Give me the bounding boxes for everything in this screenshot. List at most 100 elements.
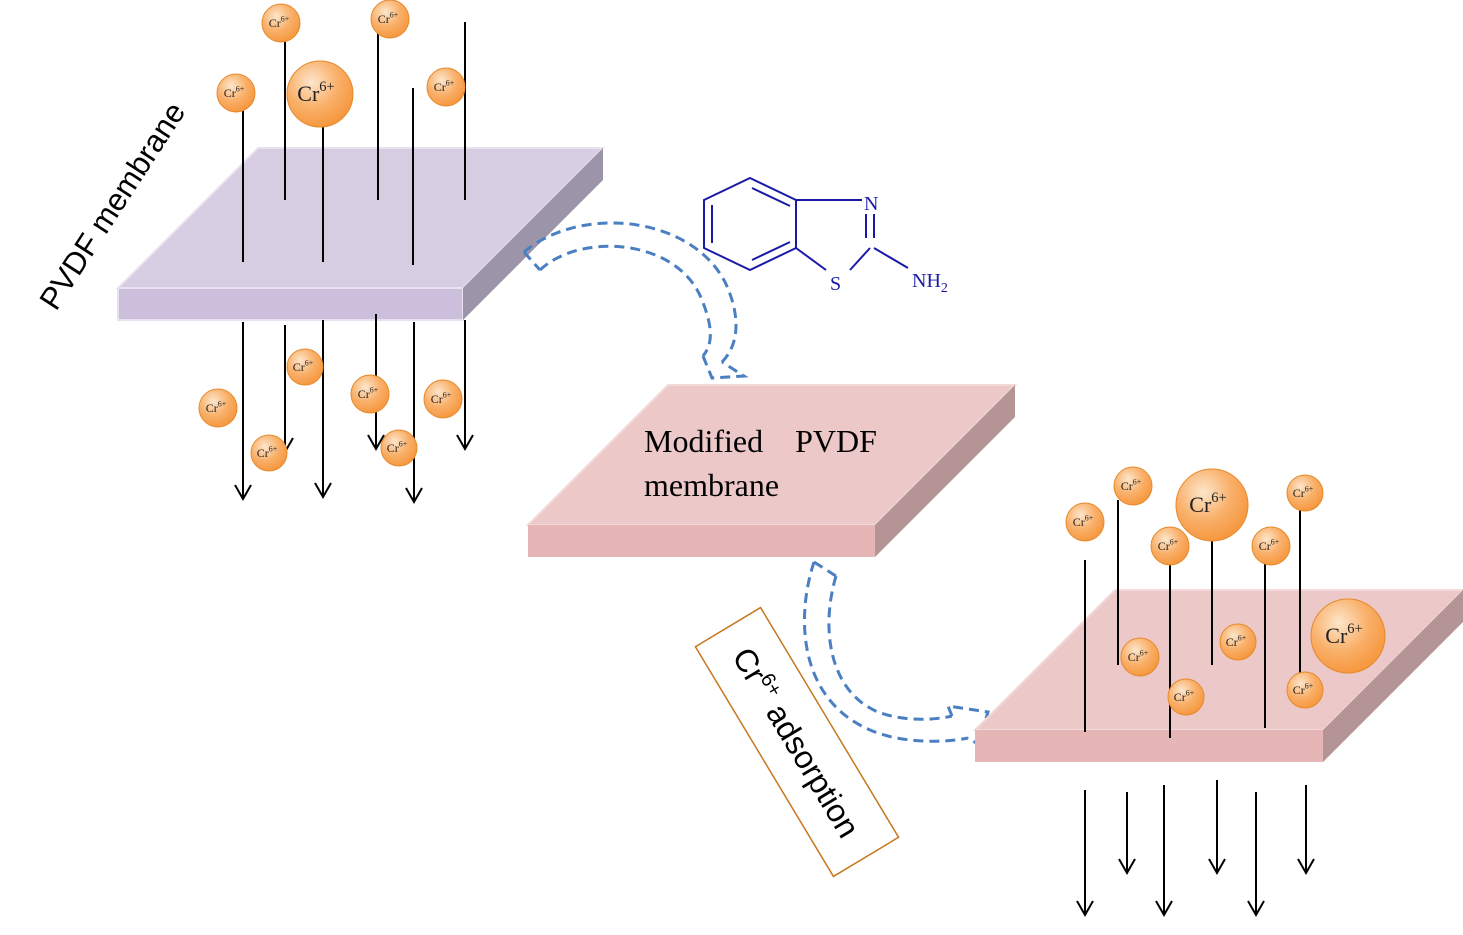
cr6-ion-sphere (198, 388, 238, 428)
cr6-ion-label: Cr6+ (378, 10, 399, 25)
transition-arrow-modify (522, 221, 749, 380)
atom-s-label: S (830, 273, 841, 295)
amine-group-label: NH2 (912, 270, 948, 296)
cr6-ion-sphere (1065, 502, 1105, 542)
cr6-ion-sphere (261, 3, 301, 43)
cr6-ion-label: Cr6+ (269, 14, 290, 29)
cr6-ion: Cr6+ (1150, 526, 1190, 566)
cr6-ion-sphere (1219, 623, 1257, 661)
cr6-ion-label: Cr6+ (358, 385, 379, 400)
cr6-ion-label: Cr6+ (1121, 477, 1142, 492)
cr6-ion-sphere (286, 60, 354, 128)
chromium-ions: Cr6+ Cr6+ Cr6+ Cr6+ Cr6+ Cr6+ Cr6+ Cr6+ Cr6+ Cr6+… (198, 0, 1386, 716)
cr6-ion: Cr6+ (1120, 637, 1160, 677)
pvdf-membrane (115, 147, 606, 321)
down-arrow (314, 320, 332, 500)
cr6-ion-sphere (1286, 474, 1324, 512)
cr6-ion-label: Cr6+ (257, 444, 278, 459)
down-arrow (276, 325, 294, 455)
cr6-ion: Cr6+ (286, 60, 354, 128)
cr6-ion: Cr6+ (1065, 502, 1105, 542)
cr6-ion-label: Cr6+ (1226, 633, 1247, 648)
benzene-ring (703, 176, 797, 272)
cr6-ion-sphere (1251, 526, 1291, 566)
cr6-ion-sphere (1310, 598, 1386, 674)
down-arrow (1247, 792, 1265, 918)
cr6-ion: Cr6+ (250, 434, 288, 472)
cr6-ion: Cr6+ (1219, 623, 1257, 661)
down-arrow (1076, 790, 1094, 918)
aminobenzothiazole-molecule (703, 176, 909, 272)
cr6-ion-label: Cr6+ (1073, 513, 1094, 528)
cr6-ion: Cr6+ (423, 379, 463, 419)
cr6-ion: Cr6+ (216, 73, 256, 113)
down-arrow (456, 320, 474, 452)
adsorbing-membrane-front (975, 730, 1323, 762)
cr6-ion-label: Cr6+ (1158, 537, 1179, 552)
cr6-ion: Cr6+ (370, 0, 410, 39)
cr6-ion-sphere (370, 0, 410, 39)
modified-membrane-label: Modified PVDF membrane (0, 0, 917, 503)
cr6-ion: Cr6+ (1175, 468, 1249, 542)
down-arrow (1155, 785, 1173, 918)
cr6-ion: Cr6+ (1113, 466, 1153, 506)
cr6-ion: Cr6+ (286, 348, 324, 386)
adsorbing-membrane-side (1323, 590, 1463, 762)
cr6-ion-sphere (1167, 678, 1205, 716)
cr6-ion-label: Cr6+ (1128, 648, 1149, 663)
cr6-ion-label: Cr6+ (1174, 688, 1195, 703)
cr6-ion: Cr6+ (1310, 598, 1386, 674)
down-arrow (1208, 780, 1226, 876)
cr6-ion-sphere (250, 434, 288, 472)
down-arrow (1297, 785, 1315, 876)
cr6-ion-sphere (1286, 671, 1324, 709)
transition-arrow-adsorption (803, 560, 990, 747)
cr6-ion-sphere (1150, 526, 1190, 566)
pvdf-membrane-front (117, 287, 464, 321)
cr6-ion-label: Cr6+ (1293, 681, 1314, 696)
cr6-ion-label: Cr6+ (1259, 537, 1280, 552)
cr6-ion: Cr6+ (350, 374, 390, 414)
adsorbing-flow-arrows-out (1076, 780, 1315, 918)
cr6-ion-label: Cr6+ (1293, 484, 1314, 499)
adsorbing-membrane (972, 589, 1463, 762)
modified-membrane-front (528, 525, 875, 557)
modified-pvdf-membrane (525, 384, 1018, 557)
cr6-ion-label: Cr6+ (1325, 621, 1362, 648)
cr6-ion-label: Cr6+ (206, 399, 227, 414)
cr6-ion: Cr6+ (1286, 474, 1324, 512)
cr6-ion: Cr6+ (380, 429, 418, 467)
cr6-ion-sphere (380, 429, 418, 467)
cr6-ion: Cr6+ (426, 67, 466, 107)
cr6-ion-sphere (216, 73, 256, 113)
adsorption-label-box: Cr6+ adsorption (694, 606, 900, 878)
cr6-ion-sphere (1175, 468, 1249, 542)
cr6-ion-label: Cr6+ (297, 79, 334, 106)
cr6-ion-sphere (350, 374, 390, 414)
cr6-ion: Cr6+ (198, 388, 238, 428)
cr6-ion: Cr6+ (1167, 678, 1205, 716)
cr6-ion-label: Cr6+ (434, 78, 455, 93)
cr6-ion-sphere (426, 67, 466, 107)
modified-membrane-side (875, 385, 1015, 557)
down-arrow (1118, 792, 1136, 876)
adsorbing-flow-lines-in (1084, 500, 1301, 738)
adsorbing-membrane-top (972, 589, 1463, 731)
cr6-ion-label: Cr6+ (224, 84, 245, 99)
cr6-ion-sphere (1113, 466, 1153, 506)
cr6-ion-label: Cr6+ (1189, 490, 1226, 517)
cr6-ion: Cr6+ (1251, 526, 1291, 566)
pvdf-membrane-side (463, 148, 603, 320)
cr6-ion-sphere (423, 379, 463, 419)
cr6-ion-label: Cr6+ (431, 390, 452, 405)
pvdf-membrane-top (115, 147, 606, 289)
cr6-ion: Cr6+ (261, 3, 301, 43)
atom-n-label: N (864, 193, 878, 215)
down-arrow (234, 322, 252, 502)
down-arrow (405, 322, 423, 505)
cr6-ion-sphere (1120, 637, 1160, 677)
cr6-ion: Cr6+ (1286, 671, 1324, 709)
pvdf-flow-lines-in (242, 22, 466, 265)
cr6-ion-sphere (286, 348, 324, 386)
